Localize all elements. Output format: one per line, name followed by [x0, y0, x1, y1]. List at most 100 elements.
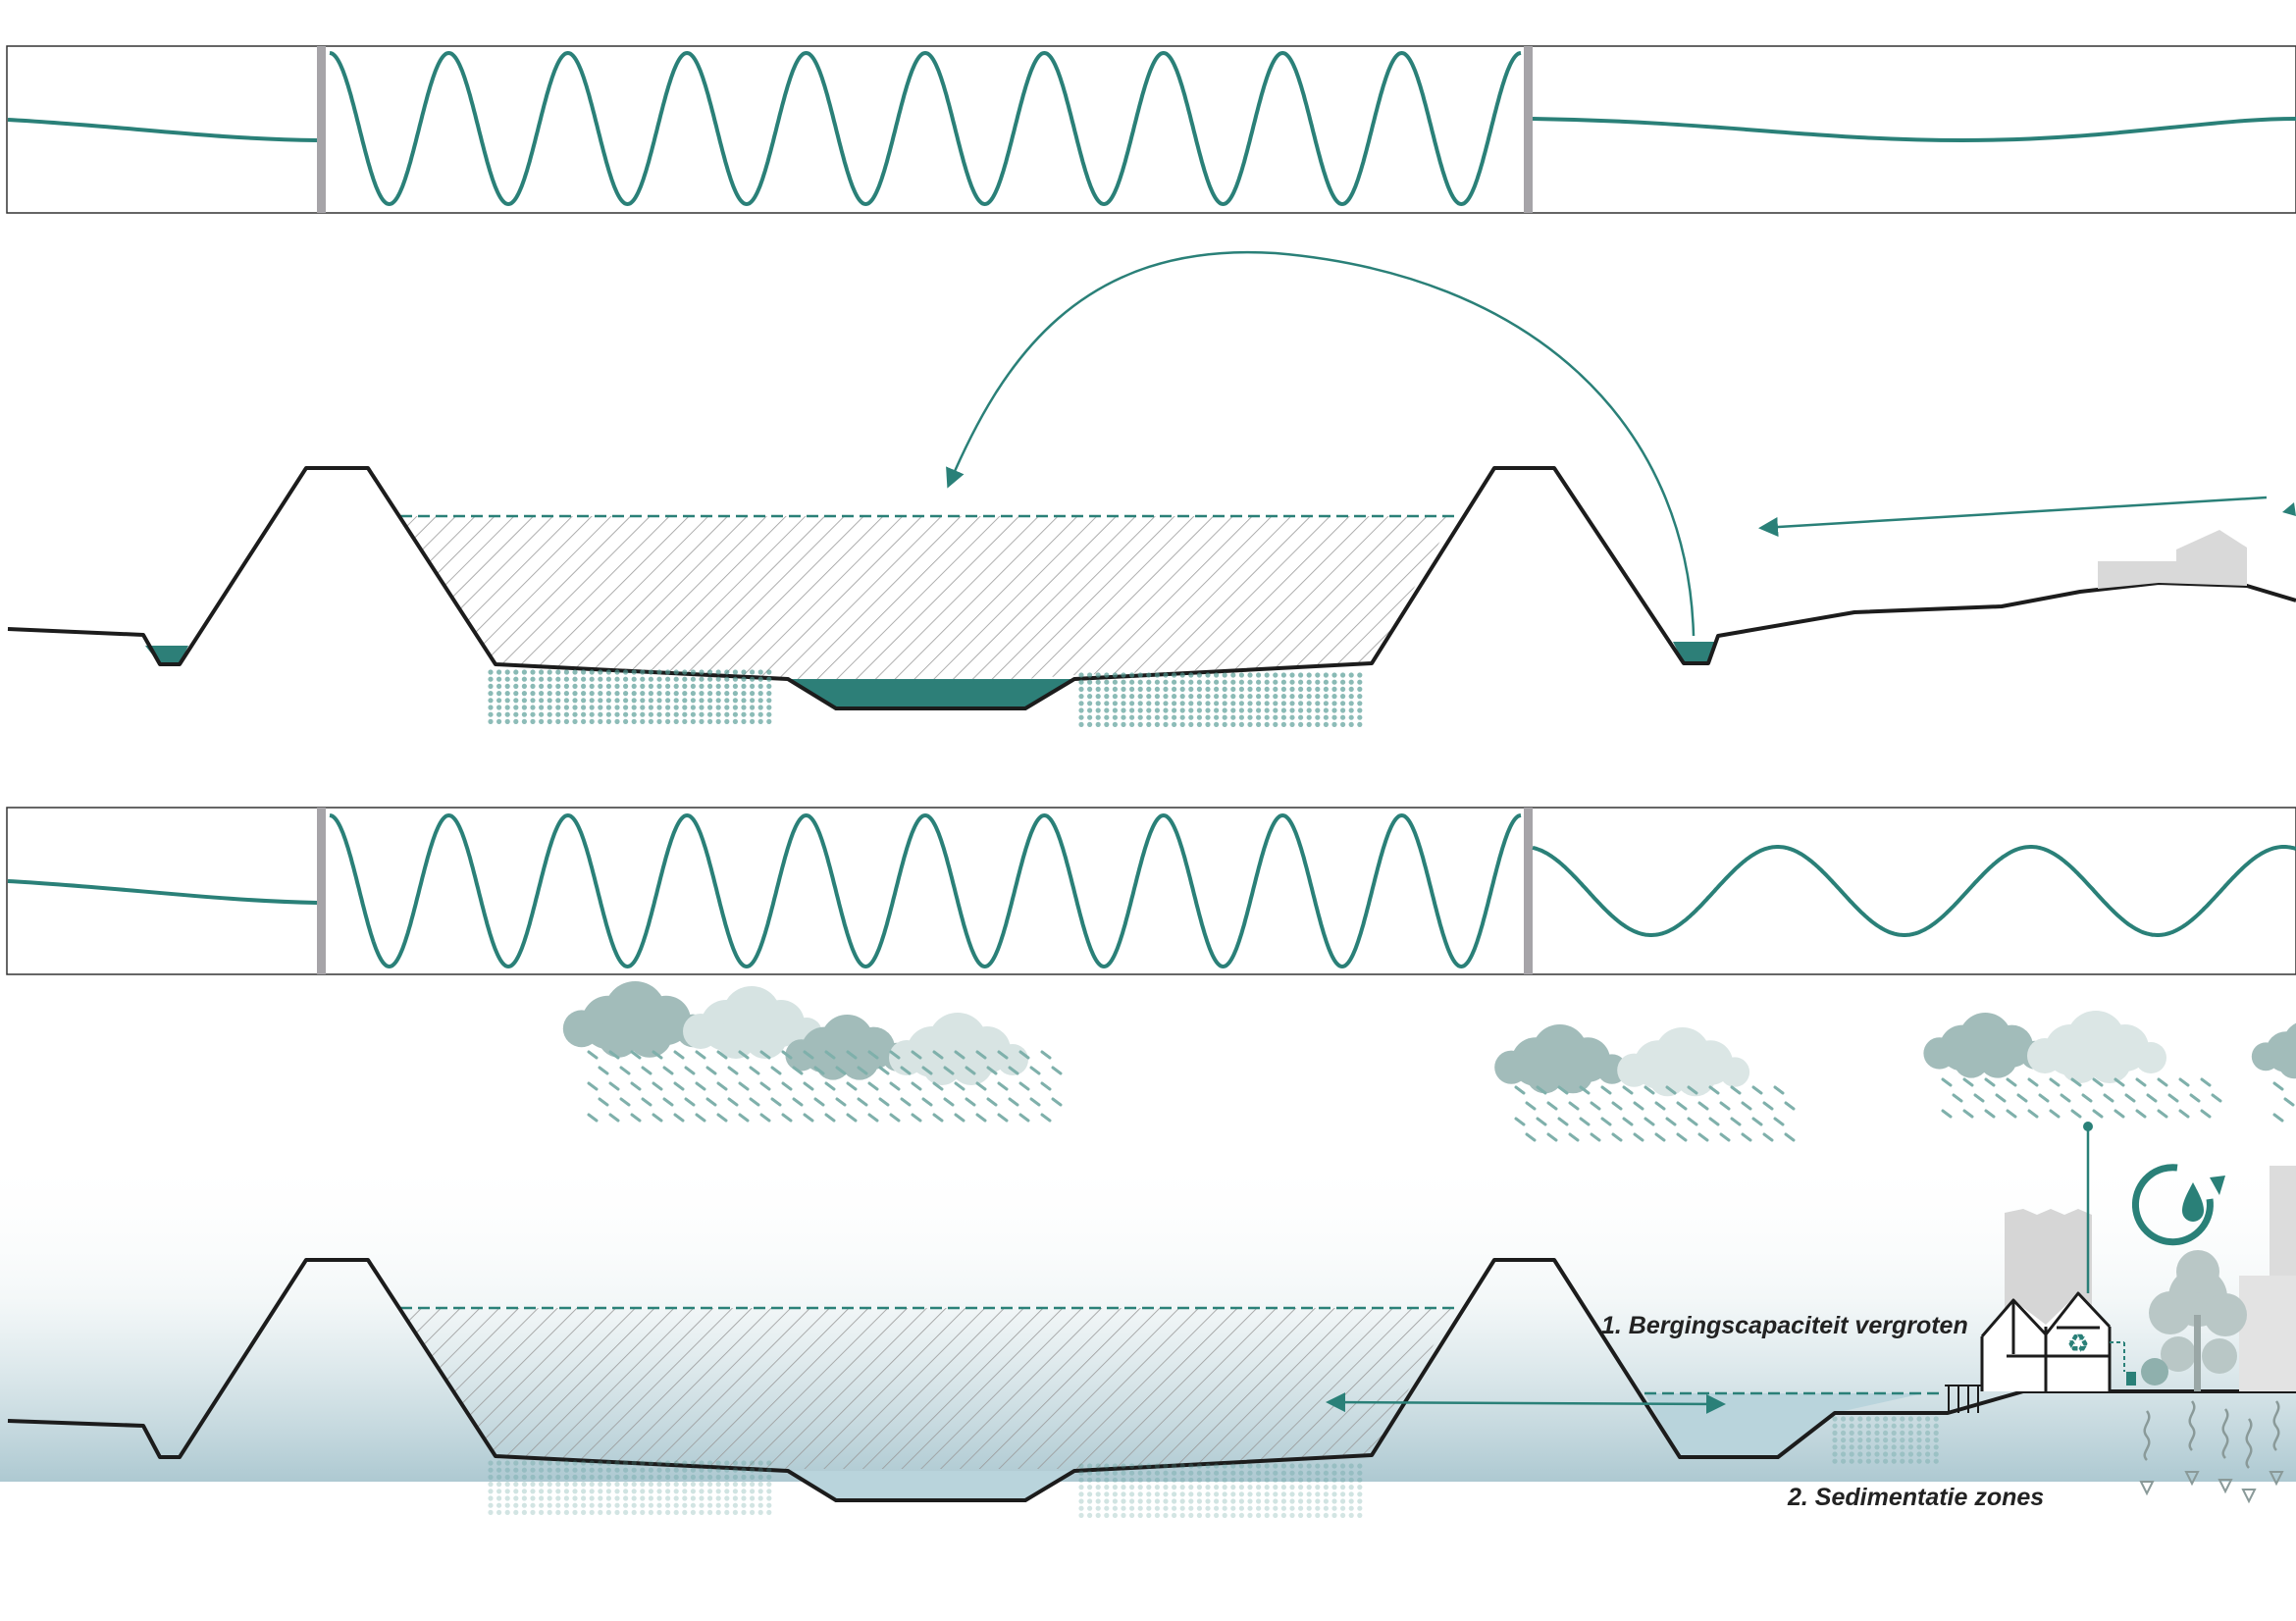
seepage-dot: [547, 1474, 552, 1480]
seepage-dot: [766, 718, 772, 725]
seepage-dot: [1196, 1491, 1202, 1497]
seepage-dot: [648, 718, 654, 725]
seepage-dot: [1273, 1498, 1278, 1504]
seepage-dot: [1095, 686, 1101, 693]
label-sedimentation-zones: 2. Sedimentatie zones: [1787, 1484, 2044, 1511]
seepage-dot: [1323, 701, 1329, 706]
seepage-dot: [1891, 1430, 1897, 1436]
seepage-dot: [766, 1474, 772, 1480]
seepage-dot: [1137, 701, 1143, 706]
seepage-dot: [589, 1495, 595, 1501]
seepage-dot: [1146, 672, 1152, 678]
seepage-dot: [572, 1489, 578, 1494]
seepage-dot: [1247, 721, 1253, 728]
rain-icon: [889, 1050, 901, 1060]
seepage-dot: [605, 691, 612, 697]
seepage-dot: [1222, 714, 1227, 720]
seepage-dot: [581, 1460, 587, 1466]
seepage-dot: [539, 676, 545, 682]
seepage-dot: [1315, 1477, 1321, 1483]
seepage-dot: [741, 683, 747, 690]
seepage-dot: [496, 1460, 502, 1466]
seepage-dot: [563, 1495, 570, 1501]
rain-icon: [2157, 1109, 2168, 1119]
seepage-dot: [640, 1482, 646, 1488]
seepage-dot: [598, 1489, 603, 1494]
seepage-dot: [521, 669, 528, 675]
seepage-dot: [1340, 1477, 1346, 1483]
cloud-icon: [1617, 1053, 1651, 1087]
cloud-icon: [2278, 1047, 2296, 1079]
seepage-dot: [513, 1460, 519, 1466]
seepage-dot: [656, 718, 662, 725]
seepage-dot: [631, 1482, 637, 1488]
seepage-dot: [1323, 707, 1329, 713]
seepage-dot: [1331, 686, 1337, 693]
seepage-dot: [1238, 672, 1244, 678]
seepage-dot: [707, 1489, 713, 1494]
seepage-dot: [1129, 1498, 1135, 1504]
seepage-dot: [1095, 721, 1101, 728]
cloud-icon: [2251, 1042, 2280, 1072]
seepage-dot: [1214, 1463, 1220, 1469]
seepage-dot: [496, 698, 502, 704]
seepage-dot: [1238, 694, 1244, 700]
seepage-dot: [750, 669, 756, 675]
seepage-dot: [614, 1467, 620, 1473]
rain-icon: [1687, 1117, 1698, 1126]
seepage-dot: [648, 705, 654, 710]
seepage-dot: [572, 1467, 578, 1473]
seepage-dot: [1179, 1491, 1185, 1497]
seepage-dot: [1891, 1423, 1897, 1429]
rain-icon: [652, 1050, 663, 1060]
rain-icon: [608, 1050, 620, 1060]
seepage-dot: [1163, 701, 1169, 706]
seepage-dot: [640, 676, 646, 682]
rain-icon: [738, 1113, 750, 1123]
seepage-dot: [1348, 1470, 1354, 1476]
seepage-dot: [1348, 1477, 1354, 1483]
infiltration-arrow: [2221, 1408, 2229, 1459]
seepage-dot: [1849, 1430, 1854, 1436]
seepage-dot: [724, 1495, 730, 1501]
seepage-dot: [665, 711, 671, 717]
seepage-dot: [1331, 1505, 1337, 1511]
seepage-dot: [496, 1509, 502, 1515]
seepage-dot: [623, 1509, 629, 1515]
rain-icon: [2113, 1077, 2125, 1087]
infiltration-arrow: [2272, 1400, 2280, 1451]
seepage-dot: [1323, 694, 1329, 700]
seepage-dot: [1214, 1485, 1220, 1490]
seepage-dot: [1238, 1512, 1244, 1518]
rain-icon: [1984, 1077, 1996, 1087]
seepage-dot: [1247, 1477, 1253, 1483]
seepage-dot: [724, 1467, 730, 1473]
rain-icon: [598, 1066, 609, 1075]
seepage-dot: [1104, 1498, 1110, 1504]
seepage-dot: [1112, 1477, 1118, 1483]
rain-icon: [2272, 1113, 2284, 1123]
seepage-dot: [1264, 1505, 1270, 1511]
seepage-dot: [1154, 701, 1160, 706]
seepage-dot: [504, 1502, 510, 1508]
seepage-dot: [539, 1474, 545, 1480]
seepage-dot: [673, 1474, 679, 1480]
seepage-dot: [614, 676, 620, 682]
seepage-dot: [1315, 672, 1321, 678]
seepage-dot: [707, 676, 713, 682]
seepage-dot: [1188, 672, 1194, 678]
seepage-dot: [572, 683, 578, 690]
seepage-dot: [699, 1474, 704, 1480]
seepage-dot: [1196, 1477, 1202, 1483]
seepage-dot: [1306, 1477, 1312, 1483]
seepage-dot: [1331, 1470, 1337, 1476]
seepage-dot: [1163, 1505, 1169, 1511]
rain-icon: [2135, 1109, 2147, 1119]
cloud-icon: [1675, 1055, 1716, 1097]
seepage-dot: [1289, 1491, 1295, 1497]
seepage-dot: [1121, 1463, 1126, 1469]
seepage-dot: [1095, 707, 1101, 713]
seepage-dot: [1306, 1498, 1312, 1504]
seepage-dot: [1323, 1463, 1329, 1469]
seepage-dot: [1340, 1512, 1346, 1518]
